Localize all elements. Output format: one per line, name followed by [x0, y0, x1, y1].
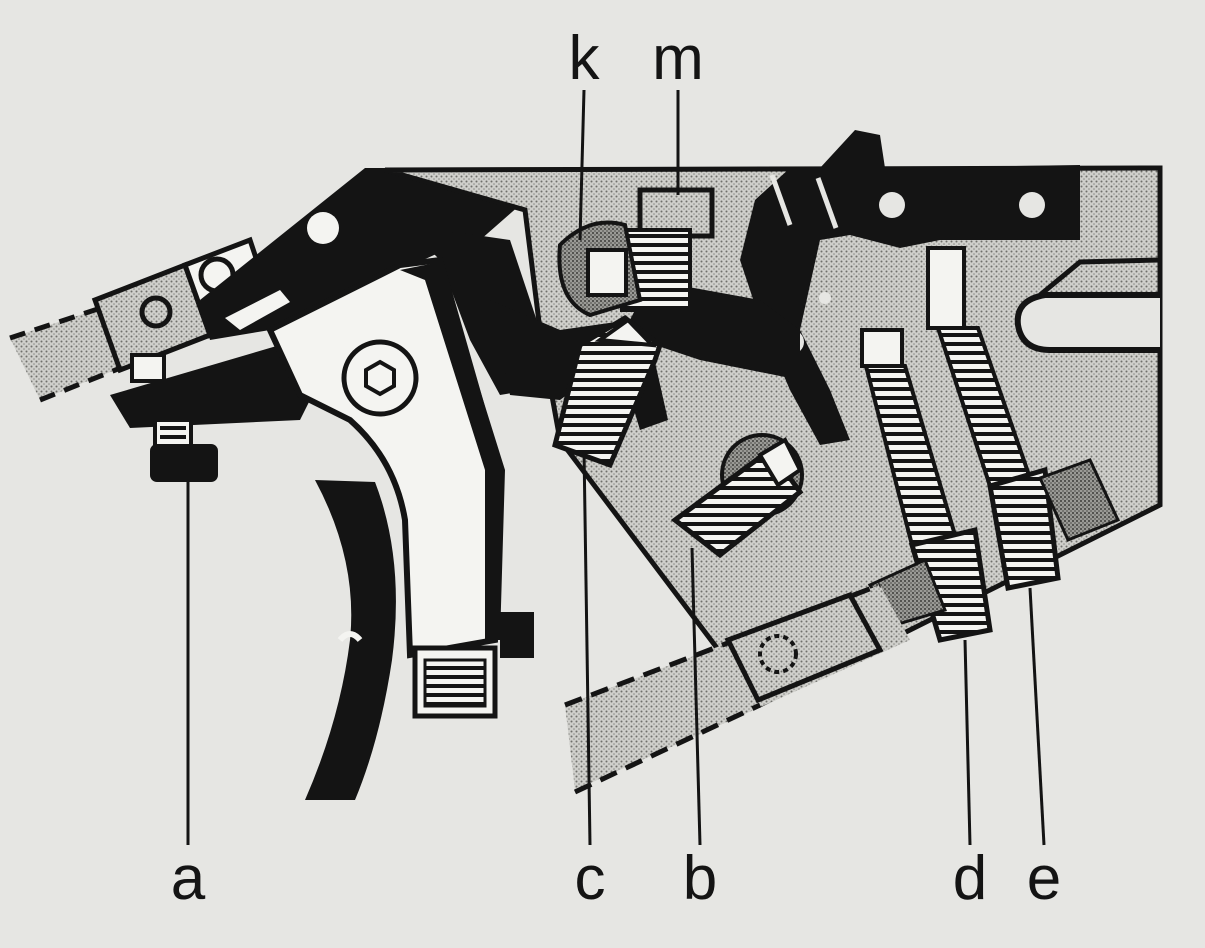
leader-c: [582, 449, 592, 846]
label-e: e: [1026, 844, 1062, 913]
label-c: c: [574, 844, 606, 913]
leader-e: [1028, 587, 1046, 846]
lower-bar: [110, 345, 320, 482]
label-k: k: [568, 24, 600, 93]
label-m: m: [652, 24, 704, 93]
label-d: d: [952, 844, 988, 913]
screw-k: [557, 220, 643, 318]
leader-b: [690, 547, 702, 846]
leader-k: [578, 89, 586, 241]
screw-c: [552, 314, 668, 469]
left-rod: [9, 302, 129, 403]
screw-b: [670, 433, 804, 559]
leader-d: [963, 639, 972, 846]
trigger-blade: [305, 480, 396, 800]
spring-e: [926, 246, 1061, 591]
label-b: b: [682, 844, 718, 913]
lower-right-rod: [564, 582, 910, 795]
trigger-frame: [266, 256, 534, 719]
leader-lines: [186, 89, 1046, 846]
label-a: a: [170, 844, 206, 913]
